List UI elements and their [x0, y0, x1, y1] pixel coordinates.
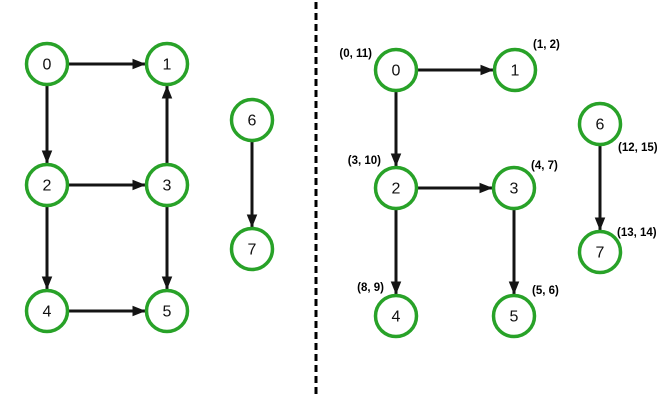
dfs-times-graph-node-5: 5 (5, 6)	[491, 285, 559, 339]
dfs-times-graph-node-0: 0 (0, 11)	[339, 47, 419, 93]
original-graph-node-6: 6	[229, 97, 275, 143]
dfs-times-graph: 0 (0, 11) 1 (1, 2) 2 (3, 10) 3 (4, 7) 4 (8, 9) 5 (5…	[339, 39, 658, 339]
node-circle-1	[144, 41, 190, 87]
node-circle-7	[229, 226, 275, 272]
time-label-3: (4, 7)	[531, 160, 558, 172]
time-label-0: (0, 11)	[339, 48, 372, 60]
node-circle-5	[491, 293, 537, 339]
dfs-times-graph-node-1: 1 (1, 2)	[492, 39, 560, 93]
node-circle-6	[229, 97, 275, 143]
time-label-4: (8, 9)	[357, 282, 384, 294]
node-circle-5	[144, 288, 190, 334]
node-circle-1	[492, 47, 538, 93]
node-label-1: 1	[163, 57, 172, 74]
node-circle-0	[24, 41, 70, 87]
node-circle-2	[373, 165, 419, 211]
original-graph-node-2: 2	[24, 162, 70, 208]
node-label-6: 6	[596, 117, 605, 134]
original-graph-node-5: 5	[144, 288, 190, 334]
node-label-0: 0	[43, 57, 52, 74]
original-graph-node-4: 4	[24, 288, 70, 334]
node-label-4: 4	[43, 304, 52, 321]
time-label-2: (3, 10)	[348, 155, 381, 167]
dfs-times-graph-node-2: 2 (3, 10)	[348, 155, 419, 211]
original-graph: 0 1 2 3 4 5 6 7	[24, 41, 275, 334]
node-circle-7	[577, 229, 623, 275]
dfs-times-graph-node-7: 7 (13, 14)	[577, 227, 657, 275]
node-label-2: 2	[43, 178, 52, 195]
dfs-times-graph-node-6: 6 (12, 15)	[577, 101, 658, 154]
time-label-1: (1, 2)	[533, 39, 560, 51]
original-graph-node-3: 3	[144, 162, 190, 208]
node-label-0: 0	[392, 63, 401, 80]
time-label-5: (5, 6)	[532, 285, 559, 297]
dfs-times-graph-node-4: 4 (8, 9)	[357, 282, 419, 339]
time-label-6: (12, 15)	[618, 142, 658, 154]
original-graph-node-0: 0	[24, 41, 70, 87]
node-circle-0	[373, 47, 419, 93]
time-label-7: (13, 14)	[617, 227, 657, 239]
original-graph-node-7: 7	[229, 226, 275, 272]
node-circle-4	[373, 293, 419, 339]
node-circle-2	[24, 162, 70, 208]
original-graph-node-1: 1	[144, 41, 190, 87]
dfs-times-graph-node-3: 3 (4, 7)	[491, 160, 558, 211]
node-label-1: 1	[511, 63, 520, 80]
node-label-3: 3	[510, 181, 519, 198]
node-label-6: 6	[248, 113, 257, 130]
node-label-4: 4	[392, 309, 401, 326]
node-label-5: 5	[163, 304, 172, 321]
node-circle-4	[24, 288, 70, 334]
node-label-7: 7	[596, 245, 605, 262]
node-label-5: 5	[510, 309, 519, 326]
node-circle-3	[144, 162, 190, 208]
node-label-3: 3	[163, 178, 172, 195]
node-circle-6	[577, 101, 623, 147]
node-circle-3	[491, 165, 537, 211]
node-label-2: 2	[392, 181, 401, 198]
node-label-7: 7	[248, 242, 257, 259]
